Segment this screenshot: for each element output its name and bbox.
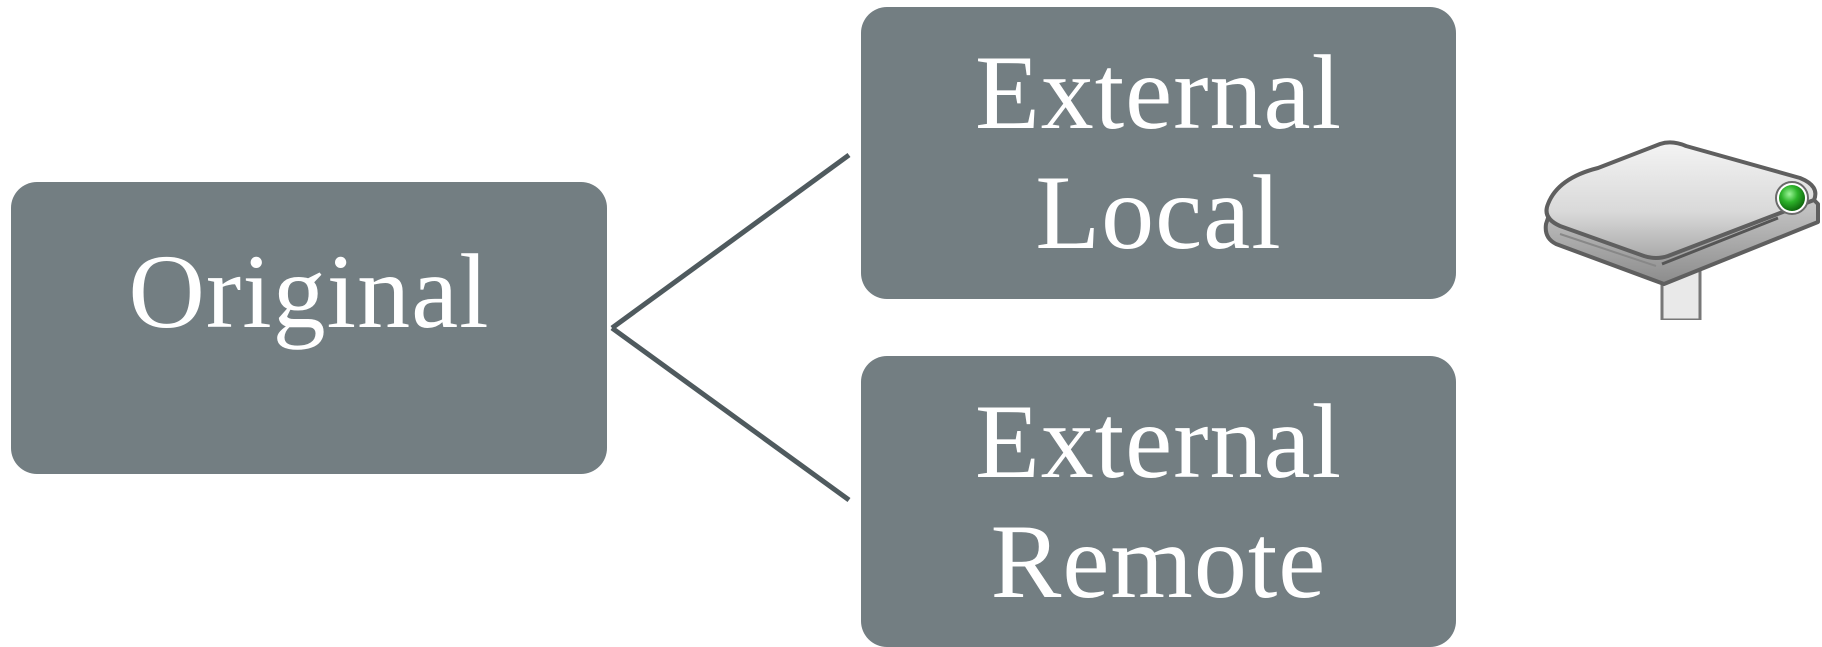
node-external-local-line-1: External [974,34,1343,151]
external-drive-icon [1543,140,1820,320]
node-external-remote-line-1: External [974,382,1343,500]
connector-original-to-remote [610,325,851,503]
connector-original-to-local [610,152,851,331]
node-external-local-line-2: Local [1035,154,1282,271]
node-external-remote-line-2: Remote [990,502,1327,620]
node-original-label: Original [128,233,490,350]
node-original: Original [11,182,607,474]
node-external-local: External Local [861,7,1456,299]
node-external-remote: External Remote [861,356,1456,647]
